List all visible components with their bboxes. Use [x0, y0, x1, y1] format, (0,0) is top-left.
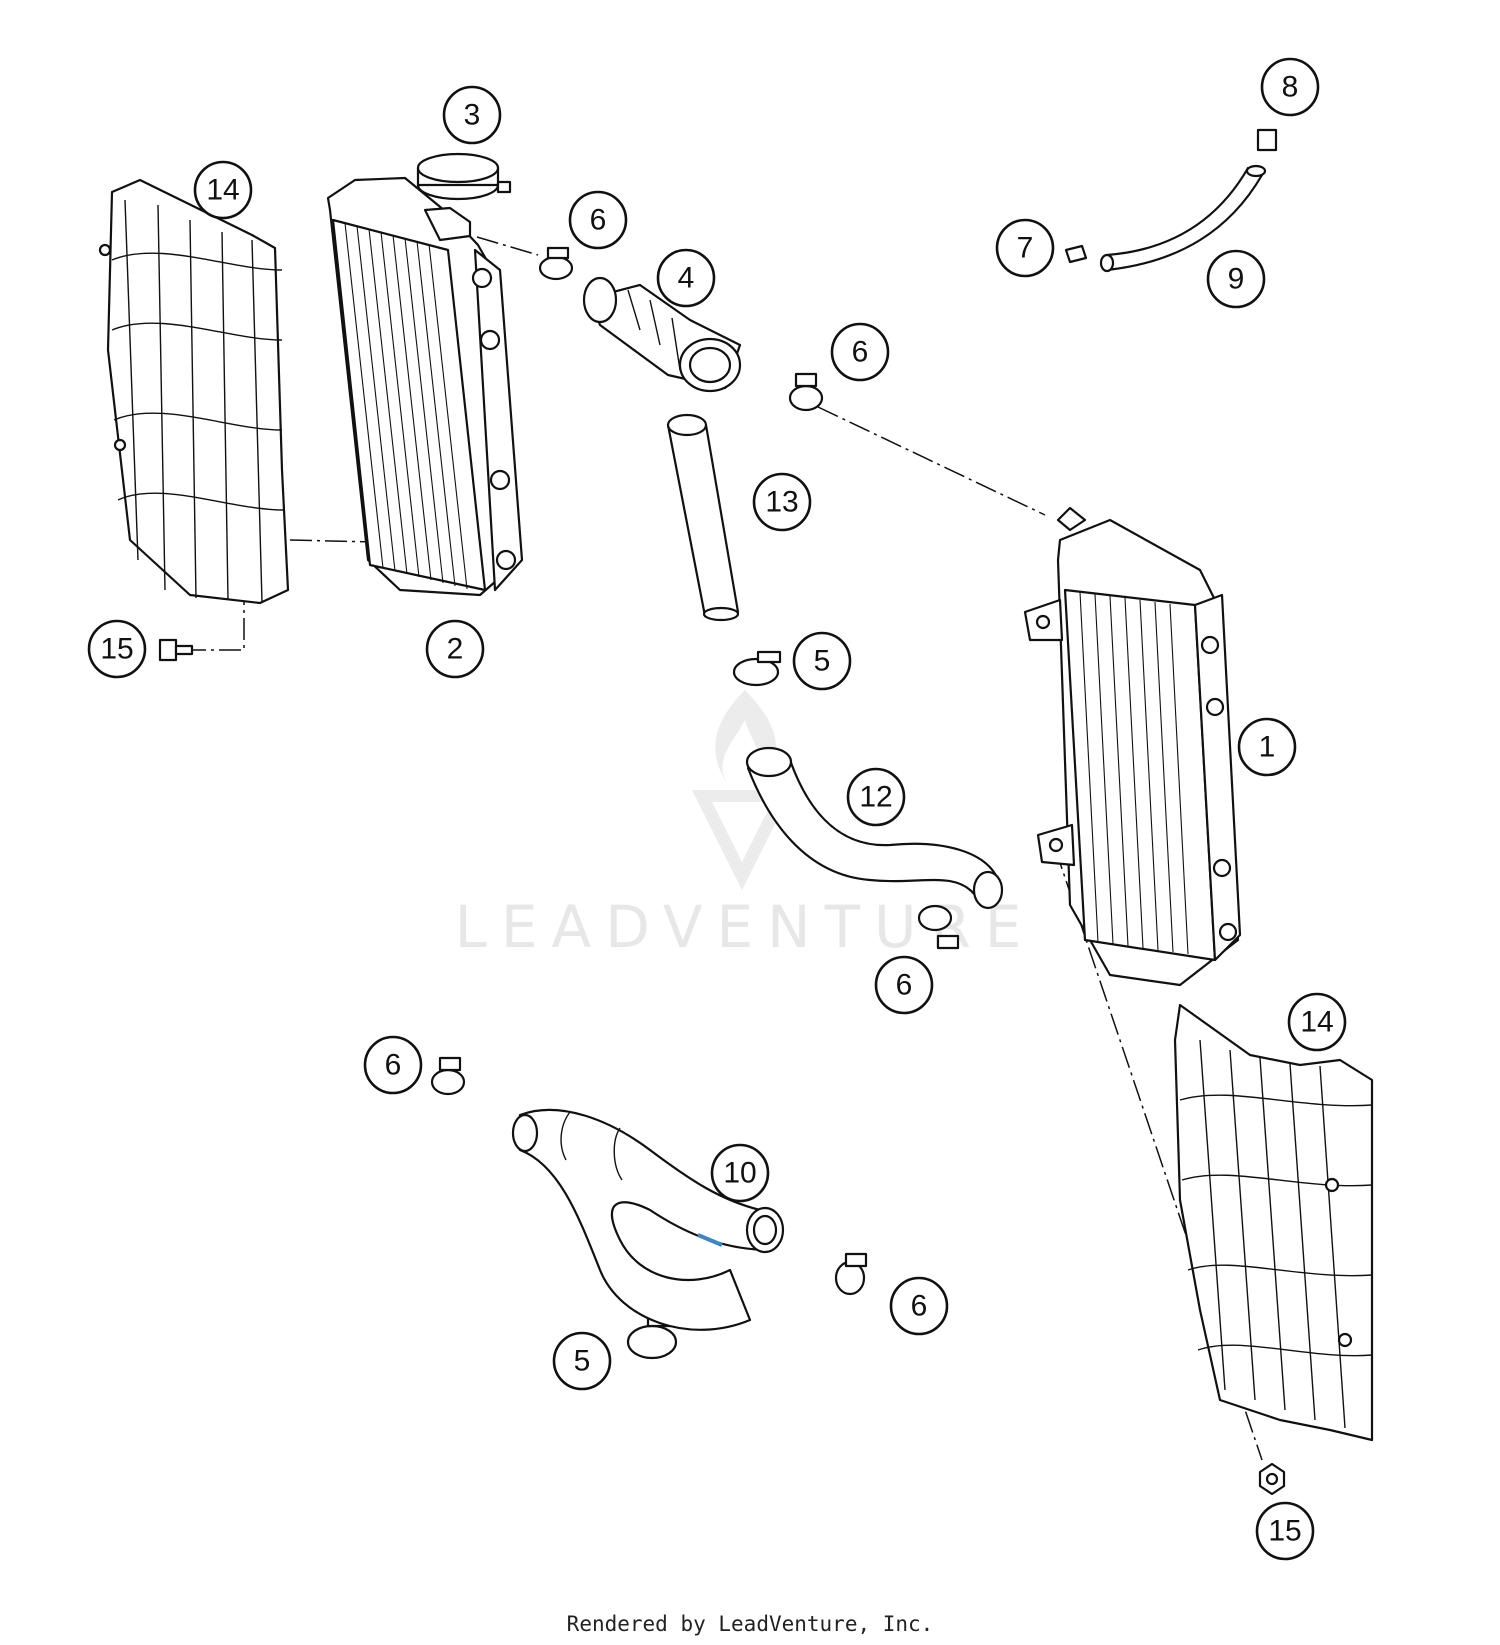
- radiator-left: [326, 176, 524, 597]
- svg-text:13: 13: [765, 486, 798, 519]
- svg-text:1: 1: [1259, 731, 1276, 764]
- svg-text:5: 5: [814, 645, 831, 678]
- svg-text:14: 14: [1300, 1006, 1333, 1039]
- callout-3: 3: [442, 85, 502, 145]
- radiator-guard-right: [1173, 1003, 1374, 1442]
- callout-7: 7: [995, 218, 1055, 278]
- callout-5-lower: 5: [552, 1331, 612, 1391]
- callout-8: 8: [1260, 57, 1320, 117]
- radiator-cap: [416, 152, 512, 201]
- svg-text:14: 14: [206, 174, 239, 207]
- callout-6-lower-right: 6: [889, 1276, 949, 1336]
- nut-right: [1258, 1462, 1286, 1496]
- svg-text:6: 6: [590, 204, 607, 237]
- callout-6-middle: 6: [874, 955, 934, 1015]
- callout-14-right: 14: [1287, 992, 1347, 1052]
- callout-6-upper-left: 6: [568, 190, 628, 250]
- callout-9: 9: [1206, 249, 1266, 309]
- hose-clamp-upper-left: [538, 246, 574, 281]
- watermark-logo-icon: [692, 690, 792, 890]
- radiator-right: [1023, 506, 1242, 987]
- svg-text:10: 10: [723, 1157, 756, 1190]
- callout-2: 2: [425, 619, 485, 679]
- hose-clamp-lower-right: [834, 1252, 868, 1296]
- footer-credit: Rendered by LeadVenture, Inc.: [566, 1612, 934, 1636]
- svg-text:4: 4: [678, 262, 695, 295]
- small-clamp-7: [1064, 244, 1088, 264]
- svg-text:6: 6: [852, 336, 869, 369]
- callout-10: 10: [710, 1143, 770, 1203]
- svg-text:9: 9: [1228, 263, 1245, 296]
- hose-clamp-lower-left: [430, 1056, 466, 1096]
- svg-text:2: 2: [447, 633, 464, 666]
- small-hose: [1099, 164, 1267, 273]
- callout-14-left: 14: [193, 160, 253, 220]
- straight-tube: [666, 413, 740, 622]
- bolt-left: [158, 638, 194, 662]
- svg-text:6: 6: [911, 1290, 928, 1323]
- hose-connector: [582, 276, 742, 393]
- svg-text:15: 15: [100, 633, 133, 666]
- callout-4: 4: [656, 248, 716, 308]
- svg-text:3: 3: [464, 99, 481, 132]
- svg-text:7: 7: [1017, 232, 1034, 265]
- hose-clamp-middle: [917, 904, 960, 950]
- callout-15-left: 15: [87, 619, 147, 679]
- callout-6-lower-left: 6: [363, 1035, 423, 1095]
- svg-text:6: 6: [385, 1049, 402, 1082]
- lower-y-hose: [511, 1108, 785, 1331]
- svg-text:12: 12: [859, 781, 892, 814]
- callout-5-upper: 5: [792, 631, 852, 691]
- small-clamp-8: [1256, 128, 1278, 152]
- callout-12: 12: [846, 767, 906, 827]
- callout-13: 13: [752, 472, 812, 532]
- hose-clamp-large-upper: [732, 650, 782, 687]
- hose-clamp-upper-right: [788, 372, 824, 412]
- svg-text:8: 8: [1282, 71, 1299, 104]
- watermark-text: LEADVENTURE: [455, 893, 1036, 961]
- callout-15-right: 15: [1255, 1501, 1315, 1561]
- radiator-guard-left: [98, 178, 290, 605]
- svg-text:5: 5: [574, 1345, 591, 1378]
- callout-1: 1: [1237, 717, 1297, 777]
- curved-hose-12: [745, 746, 1004, 910]
- callout-6-upper-right: 6: [830, 322, 890, 382]
- svg-text:15: 15: [1268, 1515, 1301, 1548]
- svg-text:6: 6: [896, 969, 913, 1002]
